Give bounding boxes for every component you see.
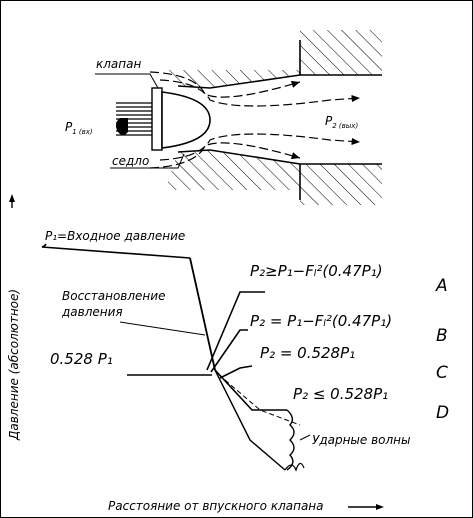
valve-label: клапан [96, 57, 141, 71]
x-axis-label: Расстояние от впускного клапана [108, 499, 324, 513]
y-axis-label: Давление (абсолютное) [7, 289, 21, 441]
letter-d: D [436, 403, 449, 423]
valve-leader-lines [95, 73, 185, 169]
shock-wave-line [286, 409, 295, 471]
drop-tail [214, 369, 286, 471]
letter-b: B [436, 326, 448, 346]
x-axis-arrow [348, 504, 384, 510]
curve-b [210, 329, 248, 373]
pressure-curves [41, 243, 305, 472]
shock-wave-squiggle [284, 462, 305, 472]
pressure-recovery-label-line2: давления [61, 305, 123, 319]
letter-a: A [435, 276, 448, 296]
y-axis [9, 194, 15, 208]
shock-waves-label: Ударные волны [312, 433, 411, 447]
valve-body-top [165, 30, 382, 89]
curve-c [219, 365, 253, 379]
pressure-recovery-label-line1: Восстановление [62, 289, 165, 303]
valve-stem [115, 102, 152, 136]
p2-outlet-label: P2 (вых) [325, 114, 358, 130]
ref-pressure-label: 0.528 P₁ [50, 350, 113, 368]
valve-plug [115, 87, 211, 151]
equation-c: P₂ = 0.528P₁ [260, 344, 355, 362]
dashed-recovery-line [224, 379, 301, 426]
curve-a [206, 291, 265, 371]
equation-a: P₂≥P₁−Fₗ²(0.47P₁) [250, 262, 383, 280]
curve-d [214, 369, 287, 411]
p1-inlet-label: P1 (вх) [65, 120, 93, 136]
pressure-drop-line [189, 257, 216, 371]
equation-b: P₂ = P₁−Fₗ²(0.47P₁) [250, 312, 392, 330]
flow-lines [149, 71, 361, 169]
graph-leader-lines [119, 321, 311, 441]
inlet-pressure-line [41, 243, 191, 259]
seat-label: седло [112, 154, 149, 168]
valve-body-bottom [165, 149, 382, 205]
inlet-pressure-label: P₁=Входное давление [45, 229, 185, 243]
letter-c: C [436, 363, 448, 383]
equation-d: P₂ ≤ 0.528P₁ [293, 385, 388, 403]
